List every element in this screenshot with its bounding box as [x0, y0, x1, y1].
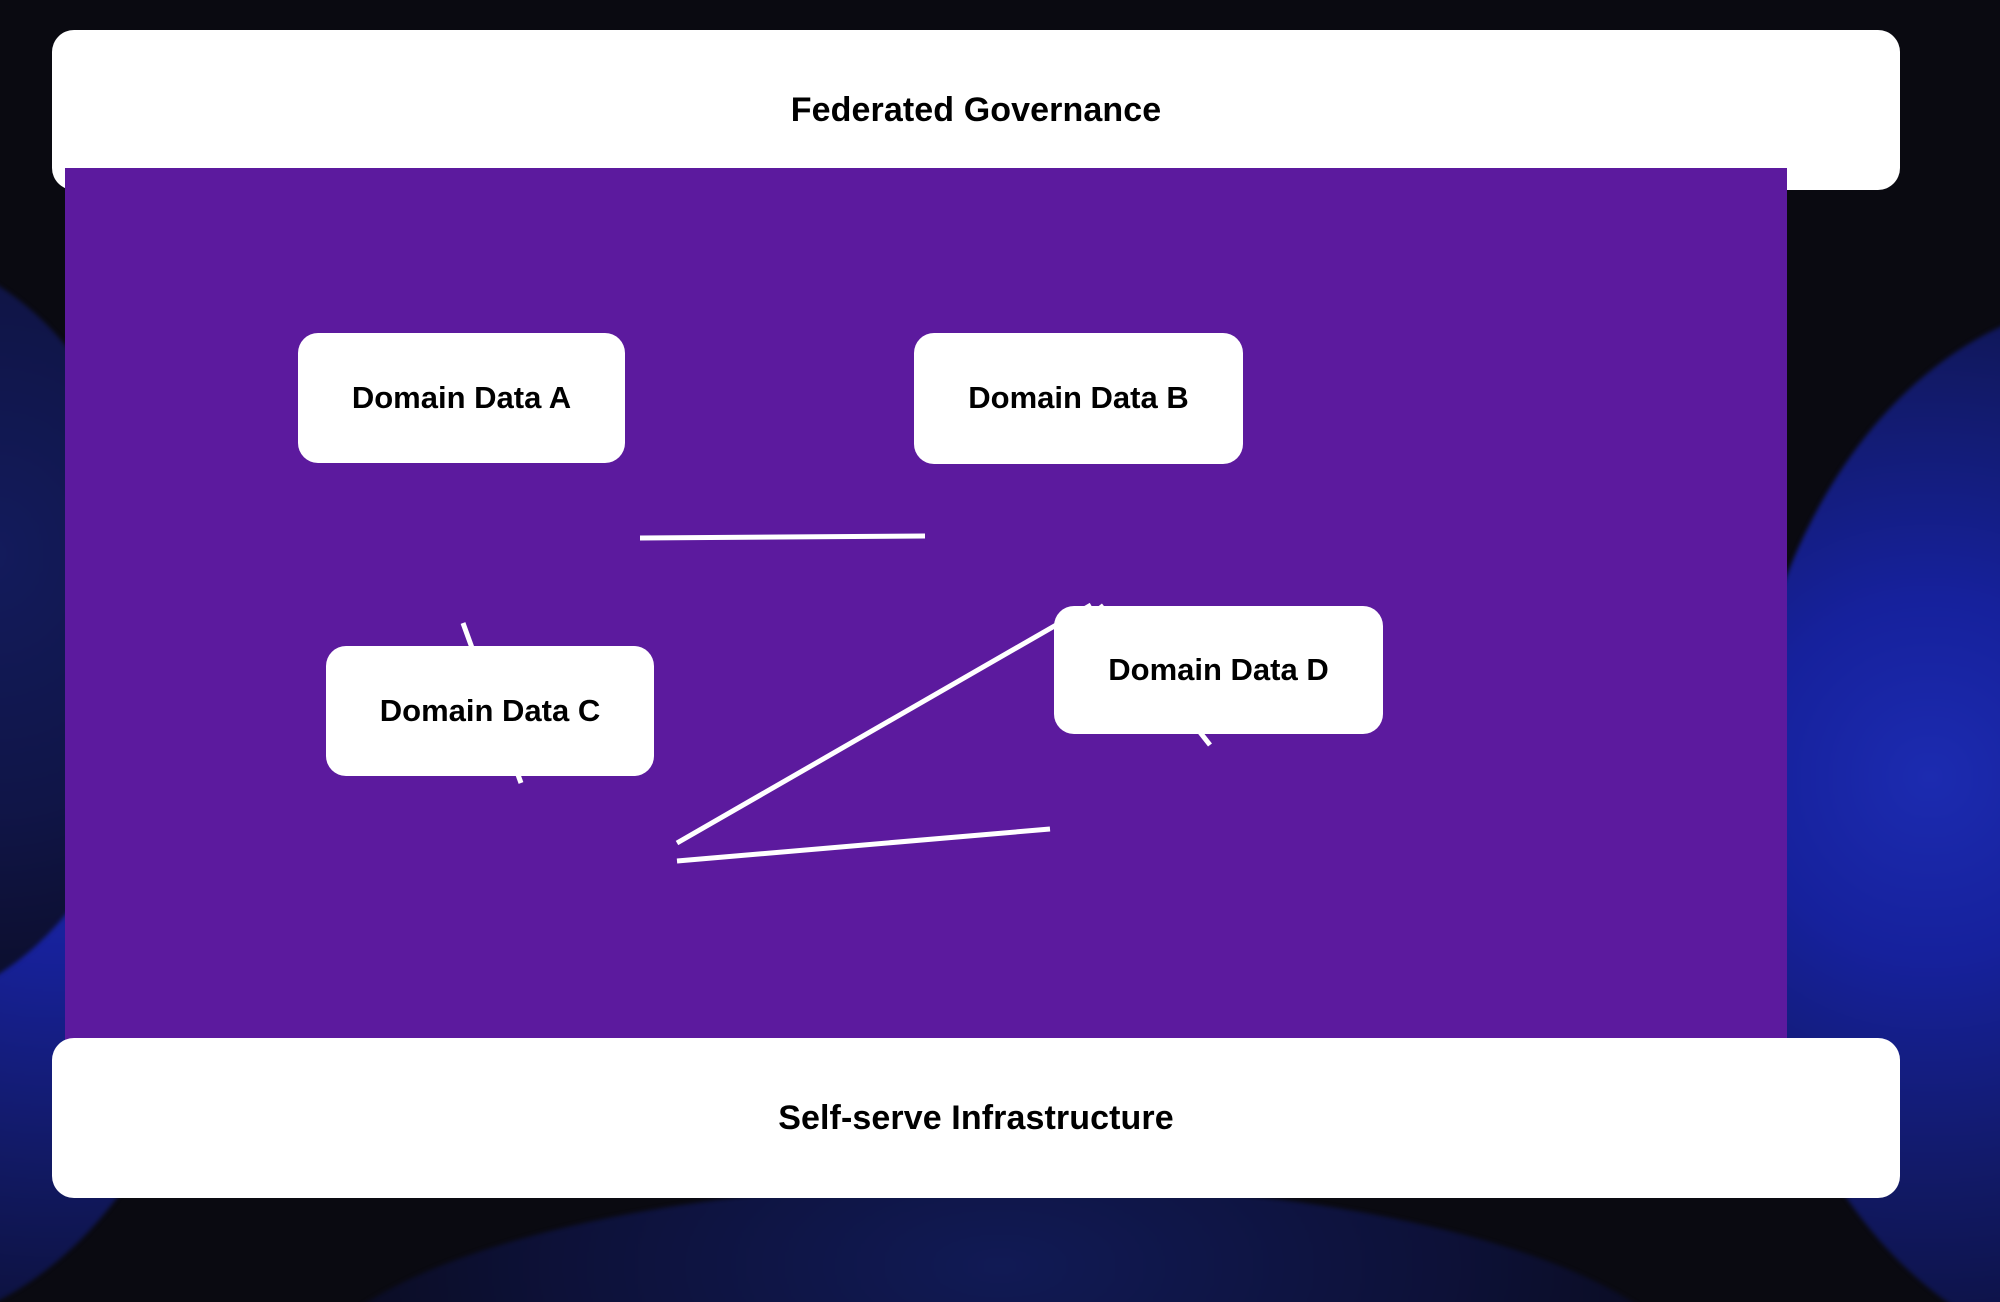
self-serve-infrastructure-label: Self-serve Infrastructure — [778, 1099, 1174, 1137]
node-label-b: Domain Data B — [968, 380, 1189, 416]
node-domain-data-b[interactable]: Domain Data B — [914, 333, 1243, 464]
node-domain-data-c[interactable]: Domain Data C — [326, 646, 654, 776]
self-serve-infrastructure-band: Self-serve Infrastructure — [52, 1038, 1900, 1198]
node-label-a: Domain Data A — [351, 379, 572, 415]
data-mesh-diagram: Federated Governance Domain Data A Domai… — [52, 30, 1900, 1272]
mesh-plane — [65, 168, 1787, 1048]
node-label-d: Domain Data D — [1108, 651, 1329, 687]
federated-governance-label: Federated Governance — [790, 91, 1162, 129]
edge-a-b — [639, 533, 926, 541]
edge-c-d — [676, 826, 1051, 864]
federated-governance-band: Federated Governance — [52, 30, 1900, 190]
node-label-c: Domain Data C — [379, 692, 601, 728]
node-domain-data-a[interactable]: Domain Data A — [298, 333, 625, 463]
edge-layer — [460, 533, 1212, 864]
edge-b-c — [675, 602, 1093, 846]
node-domain-data-d[interactable]: Domain Data D — [1054, 606, 1383, 734]
